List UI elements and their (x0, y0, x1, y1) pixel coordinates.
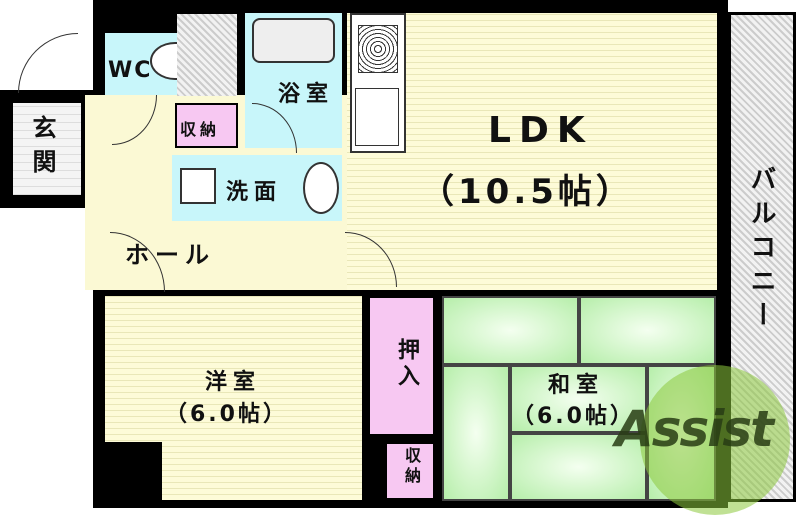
bathtub-icon (252, 18, 335, 63)
pipe-shaft (177, 14, 237, 96)
stove-icon (358, 25, 398, 73)
watermark-text: Assist (615, 400, 774, 458)
western-label: 洋室 (205, 370, 262, 395)
tatami-mat (442, 365, 510, 501)
watermark-logo (640, 365, 790, 515)
western-size: （6.0帖） (165, 402, 288, 427)
entrance-door[interactable] (18, 33, 78, 93)
wc-label: WC (108, 58, 153, 83)
kitchen-sink-icon (355, 88, 399, 146)
storage-closet (175, 103, 238, 148)
tatami-mat (579, 296, 716, 365)
bath-label: 浴室 (278, 82, 335, 107)
hall-label: ホール (125, 241, 215, 269)
oshiire-closet (368, 296, 435, 436)
washroom-label: 洗面 (226, 180, 283, 205)
storage-label-2: 収納 (402, 447, 421, 487)
sink-icon (303, 162, 339, 214)
japanese-size: （6.0帖） (512, 404, 635, 429)
balcony-label: バルコニー (746, 165, 776, 335)
tatami-mat (510, 433, 647, 501)
column (105, 442, 162, 502)
tatami-mat (510, 365, 647, 433)
genkan-label: 玄関 (28, 115, 56, 183)
ldk-floor (347, 13, 717, 290)
genkan-floor (13, 103, 81, 195)
washing-machine-icon (180, 168, 216, 204)
storage-label: 収納 (180, 120, 221, 139)
storage-closet-2 (385, 442, 435, 500)
tatami-mat (442, 296, 579, 365)
ldk-label: LDK (488, 110, 593, 151)
oshiire-label: 押入 (394, 338, 419, 390)
japanese-label: 和室 (548, 373, 605, 398)
ldk-size: （10.5帖） (420, 172, 634, 212)
